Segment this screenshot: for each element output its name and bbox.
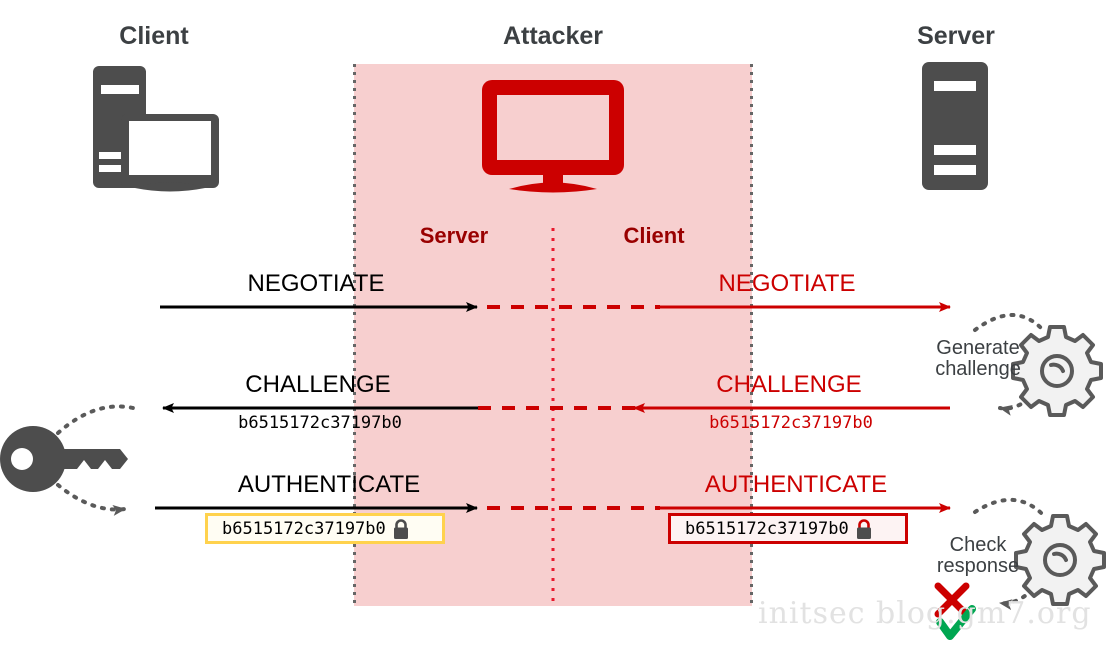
page-title-attacker: Attacker xyxy=(502,22,604,50)
gear-icon-generate xyxy=(1011,325,1103,417)
key-loop-bottom xyxy=(56,483,127,516)
message-hex-challenge-right: b6515172c37197b0 xyxy=(709,413,873,433)
annotation-check-response-line2: response xyxy=(936,555,1020,577)
key-loop-top xyxy=(56,404,135,435)
annotation-generate-challenge-line2: challenge xyxy=(935,358,1021,380)
client-icon xyxy=(93,66,219,192)
annotation-generate-challenge-line1: Generate xyxy=(936,337,1020,359)
lock-icon-left xyxy=(392,518,410,540)
attacker-role-server: Server xyxy=(419,223,489,248)
cross-mark-icon xyxy=(934,582,970,618)
check-response-loop-bottom xyxy=(998,573,1048,611)
lock-icon-right xyxy=(855,518,873,540)
page-title-server: Server xyxy=(917,22,995,50)
annotation-check-response-line1: Check xyxy=(949,534,1007,556)
attacker-role-client: Client xyxy=(623,223,685,248)
message-label-authenticate-right: AUTHENTICATE xyxy=(704,471,888,498)
attacker-icon xyxy=(482,80,624,193)
authenticate-response-box-right: b6515172c37197b0 xyxy=(668,513,908,544)
check-response-loop-top xyxy=(973,497,1048,520)
authenticate-response-hex-right: b6515172c37197b0 xyxy=(685,518,849,539)
authenticate-response-hex-left: b6515172c37197b0 xyxy=(222,518,386,539)
key-icon xyxy=(0,426,128,492)
message-label-challenge-right: CHALLENGE xyxy=(716,371,862,398)
check-mark-icon xyxy=(936,605,976,640)
message-label-negotiate-left: NEGOTIATE xyxy=(247,270,385,297)
gear-icon-check xyxy=(1014,514,1106,606)
message-hex-challenge-left: b6515172c37197b0 xyxy=(238,413,402,433)
server-icon xyxy=(922,62,988,190)
generate-challenge-loop-top xyxy=(973,313,1045,332)
authenticate-response-box-left: b6515172c37197b0 xyxy=(205,513,445,544)
watermark: initsec blog.gm7.org xyxy=(758,596,1092,631)
page-title-client: Client xyxy=(119,22,189,50)
message-label-authenticate-left: AUTHENTICATE xyxy=(237,471,421,498)
annotation-check-response: Check response xyxy=(937,535,1019,577)
message-label-challenge-left: CHALLENGE xyxy=(245,371,391,398)
annotation-generate-challenge: Generate challenge xyxy=(935,338,1021,380)
message-label-negotiate-right: NEGOTIATE xyxy=(718,270,856,297)
generate-challenge-loop-bottom xyxy=(998,383,1045,416)
